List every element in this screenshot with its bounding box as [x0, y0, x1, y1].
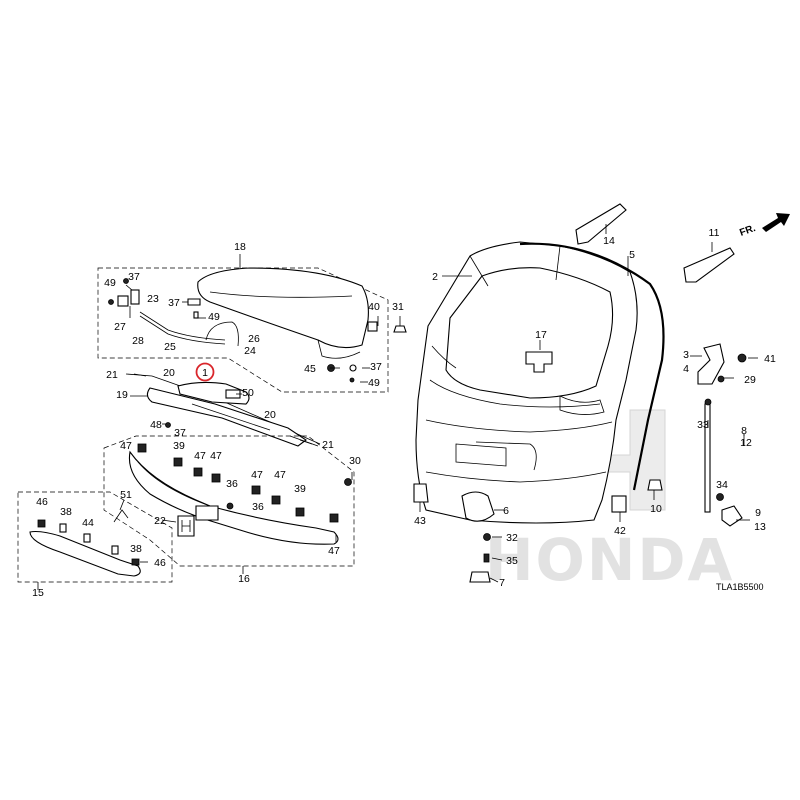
chrome-garnish-bar	[128, 450, 339, 545]
callout-21: 21	[106, 369, 118, 381]
callout-47: 47	[251, 469, 263, 481]
callout-19: 19	[116, 389, 128, 401]
callout-47: 47	[120, 440, 132, 452]
right-side-parts	[413, 203, 747, 583]
callout-26: 26	[248, 333, 260, 345]
tailgate-bracket	[525, 351, 553, 373]
rear-spoiler	[197, 267, 369, 359]
callout-44: 44	[82, 517, 94, 529]
callout-46: 46	[154, 557, 166, 569]
callout-29: 29	[744, 374, 756, 386]
callout-43: 43	[414, 515, 426, 527]
emblem-garnish-group-box	[103, 435, 355, 574]
diagram-code: TLA1B5500	[716, 582, 764, 592]
callout-27: 27	[114, 321, 126, 333]
callout-37: 37	[128, 271, 140, 283]
callout-46: 46	[36, 496, 48, 508]
callout-24: 24	[244, 345, 256, 357]
front-direction-arrow-icon	[762, 213, 790, 232]
spoiler-fasteners	[108, 278, 407, 383]
callout-20: 20	[264, 409, 276, 421]
lower-garnish-strip	[29, 509, 141, 577]
garnish-clips	[137, 443, 352, 523]
tailgate-weatherstrip	[519, 242, 665, 491]
front-direction-indicator: FR.	[738, 213, 790, 239]
callout-42: 42	[614, 525, 626, 537]
callout-45: 45	[304, 363, 316, 375]
callout-48: 48	[150, 419, 162, 431]
callout-40: 40	[368, 301, 380, 313]
lower-garnish-group-box	[17, 491, 173, 590]
callout-49: 49	[208, 311, 220, 323]
callout-21: 21	[322, 439, 334, 451]
tailgate-panel	[415, 241, 638, 524]
callout-14: 14	[603, 235, 615, 247]
callout-37: 37	[168, 297, 180, 309]
callout-18: 18	[234, 241, 246, 253]
callout-37: 37	[370, 361, 382, 373]
callout-13: 13	[754, 521, 766, 533]
callout-38: 38	[130, 543, 142, 555]
callout-6: 6	[503, 505, 509, 517]
callout-47: 47	[274, 469, 286, 481]
callout-34: 34	[716, 479, 728, 491]
callout-31: 31	[392, 301, 404, 313]
callout-20: 20	[163, 367, 175, 379]
callout-2: 2	[432, 271, 438, 283]
callout-15: 15	[32, 587, 44, 599]
callout-51: 51	[120, 489, 132, 501]
honda-watermark: HONDA	[485, 526, 734, 594]
callout-36: 36	[252, 501, 264, 513]
callout-47: 47	[210, 450, 222, 462]
callout-41: 41	[764, 353, 776, 365]
callout-3: 3	[683, 349, 689, 361]
callout-50: 50	[242, 387, 254, 399]
callout-39: 39	[294, 483, 306, 495]
callout-22: 22	[154, 515, 166, 527]
front-direction-label: FR.	[738, 223, 757, 239]
callout-47: 47	[194, 450, 206, 462]
callout-30: 30	[349, 455, 361, 467]
callout-36: 36	[226, 478, 238, 490]
callout-37: 37	[174, 427, 186, 439]
callout-39: 39	[173, 440, 185, 452]
callout-49: 49	[368, 377, 380, 389]
garnish-strips	[125, 373, 321, 447]
callout-11: 11	[709, 227, 720, 239]
callout-38: 38	[60, 506, 72, 518]
callout-12: 12	[740, 437, 752, 449]
highlight-ring	[195, 362, 215, 382]
callout-9: 9	[755, 507, 761, 519]
spoiler-group-box	[97, 254, 389, 393]
callout-labels: 1234567891011121314151617181920202121222…	[32, 227, 776, 599]
callout-16: 16	[238, 573, 250, 585]
callout-47: 47	[328, 545, 340, 557]
callout-10: 10	[650, 503, 662, 515]
callout-25: 25	[164, 341, 176, 353]
leader-lines	[119, 224, 758, 583]
callout-17: 17	[535, 329, 547, 341]
callout-8: 8	[741, 425, 747, 437]
callout-7: 7	[499, 577, 505, 589]
callout-1: 1	[202, 367, 208, 379]
callout-33: 33	[697, 419, 709, 431]
callout-28: 28	[132, 335, 144, 347]
callout-49: 49	[104, 277, 116, 289]
callout-35: 35	[506, 555, 518, 567]
callout-23: 23	[147, 293, 159, 305]
callout-32: 32	[506, 532, 518, 544]
callout-4: 4	[683, 363, 689, 375]
callout-5: 5	[629, 249, 635, 261]
